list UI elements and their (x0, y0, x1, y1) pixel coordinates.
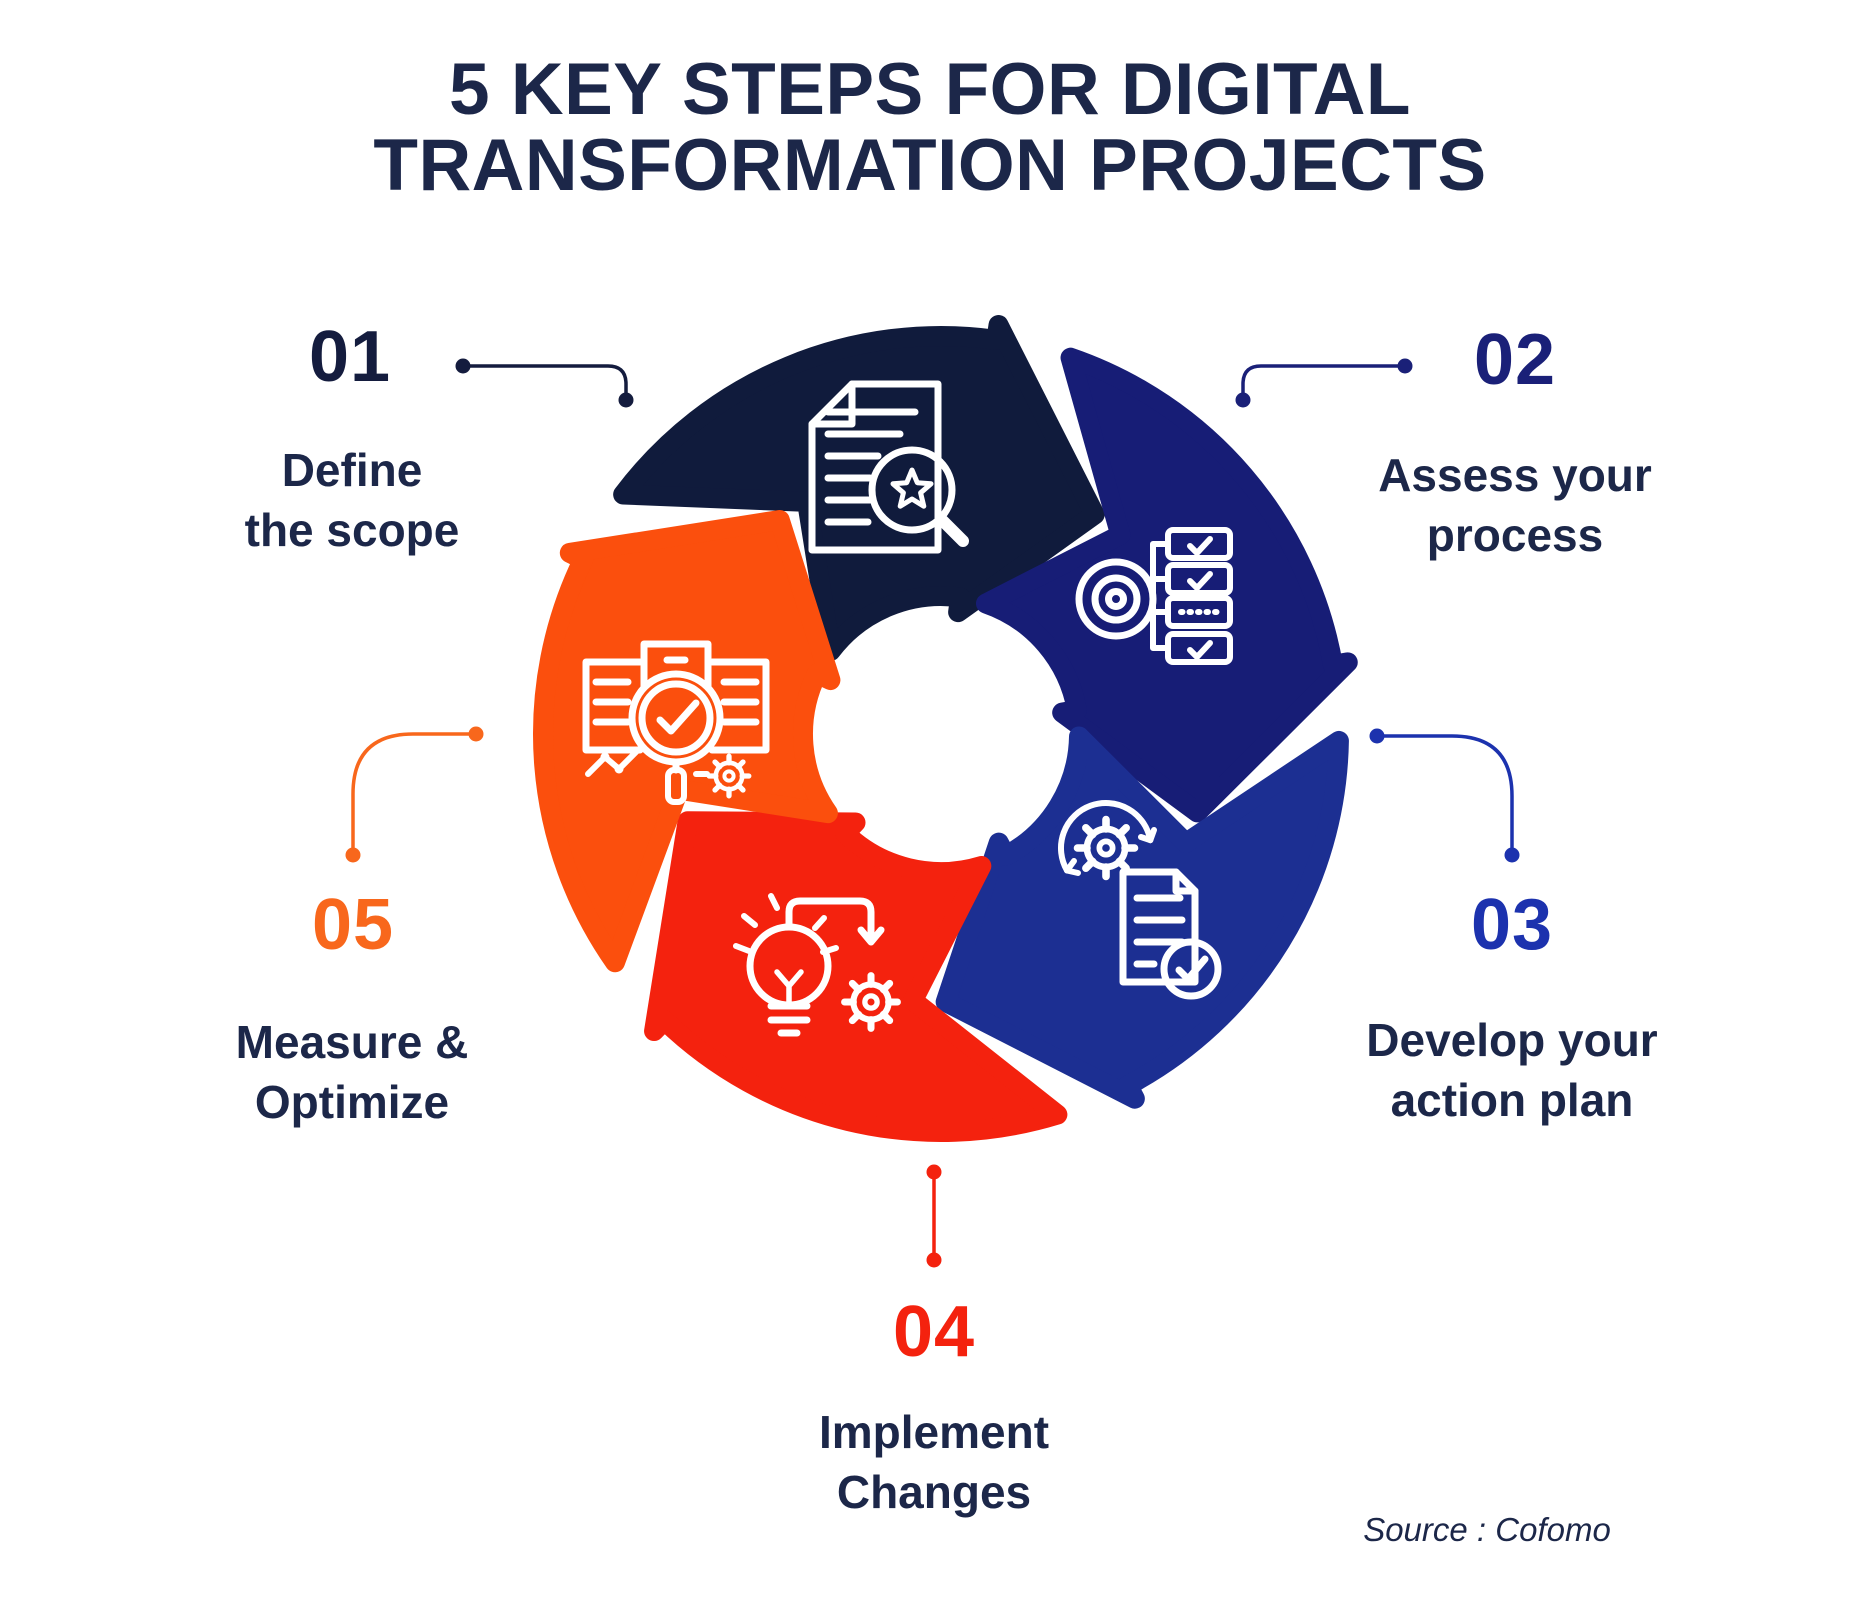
cycle-segments (421, 211, 1415, 1199)
connector-dot (1235, 392, 1251, 408)
step-label-01: Define the scope (245, 440, 460, 560)
documents-magnifier-check-icon (582, 640, 770, 805)
step-label-03: Develop your action plan (1366, 1010, 1657, 1130)
connector-line (463, 364, 628, 399)
page-title: 5 KEY STEPS FOR DIGITAL TRANSFORMATION P… (373, 52, 1486, 204)
step-number-04: 04 (892, 1292, 976, 1372)
lightbulb-arrow-gear-icon (733, 893, 897, 1037)
step-label-02: Assess your process (1378, 445, 1652, 565)
step-number-03: 03 (1470, 885, 1554, 965)
page-title-line1: 5 KEY STEPS FOR DIGITAL (449, 49, 1411, 130)
connector-step-1 (455, 358, 634, 408)
gear-document-check-icon (1058, 800, 1222, 1000)
target-checklist-icon (1075, 527, 1233, 665)
connector-dot (468, 726, 484, 742)
step-label-line: process (1426, 509, 1604, 561)
connector-step-5 (345, 726, 484, 863)
step-label-line: Measure & (235, 1016, 469, 1068)
step-label-line: Assess your (1378, 449, 1652, 501)
connector-line (1241, 364, 1405, 399)
page-title-line2: TRANSFORMATION PROJECTS (373, 125, 1487, 206)
connector-dot (926, 1164, 942, 1180)
connector-dot (455, 358, 471, 374)
step-label-05: Measure & Optimize (236, 1012, 469, 1132)
connector-step-2 (1235, 358, 1413, 408)
step-number-05: 05 (311, 885, 395, 965)
source-credit: Source : Cofomo (1363, 1511, 1611, 1548)
step-number-02: 02 (1473, 320, 1557, 400)
step-label-line: Optimize (254, 1076, 450, 1128)
connector-step-3 (1369, 728, 1520, 863)
connector-dot (926, 1252, 942, 1268)
connector-step-4 (926, 1164, 942, 1268)
connector-dot (345, 847, 361, 863)
connector-line (351, 732, 476, 854)
step-label-line: Implement (818, 1406, 1050, 1458)
connector-dot (1504, 847, 1520, 863)
step-label-line: the scope (244, 504, 460, 556)
step-label-line: Changes (836, 1466, 1032, 1518)
step-label-line: Define (281, 444, 423, 496)
connector-dot (1397, 358, 1413, 374)
step-label-line: action plan (1390, 1074, 1634, 1126)
step-label-line: Develop your (1366, 1014, 1658, 1066)
connector-dot (618, 392, 634, 408)
document-search-star-icon (808, 380, 969, 554)
connector-dot (1369, 728, 1385, 744)
step-number-01: 01 (308, 317, 392, 397)
step-label-04: Implement Changes (819, 1402, 1049, 1522)
connector-line (1377, 734, 1514, 854)
